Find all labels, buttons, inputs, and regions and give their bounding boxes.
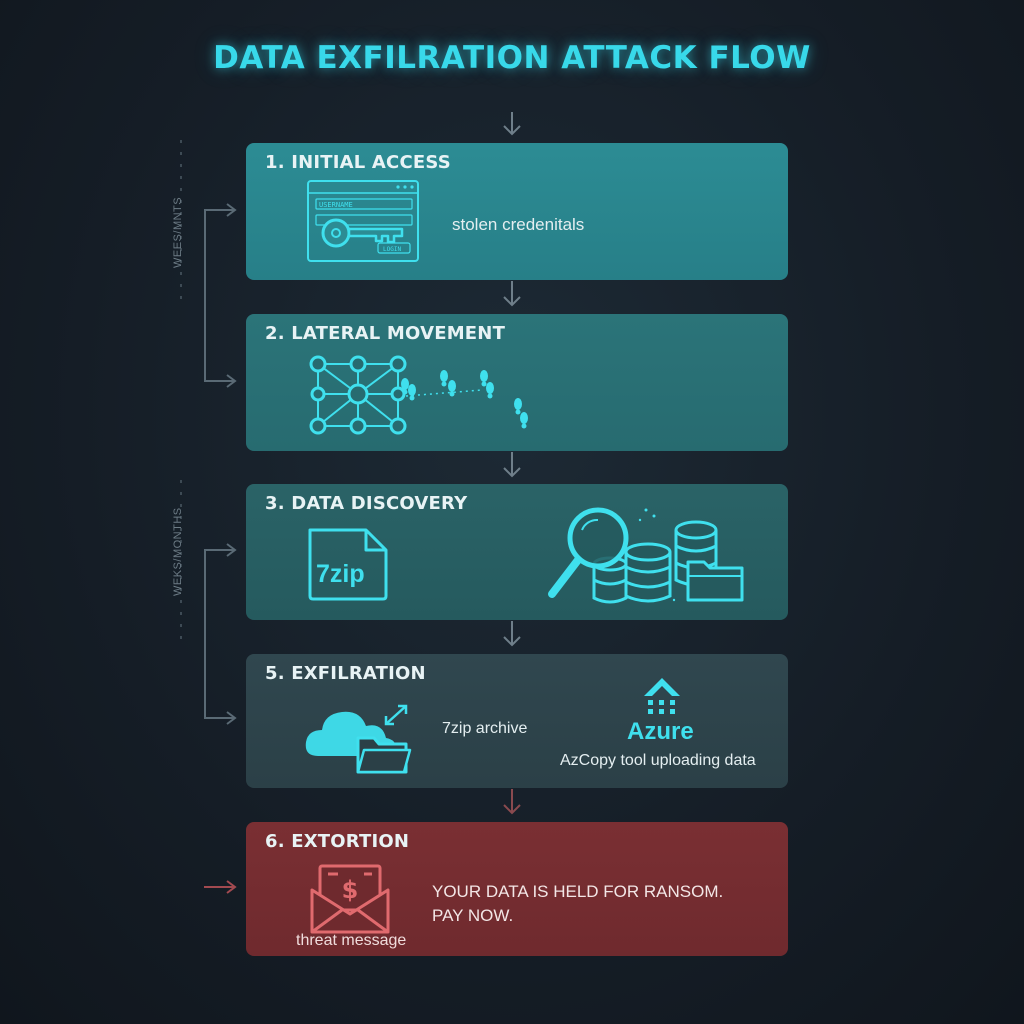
step-title: 1. INITIAL ACCESS [265,152,451,173]
step-initial-access: 1. INITIAL ACCESS USERNAME LOGIN stolen … [246,143,788,280]
diagram-title: DATA EXFILRATION ATTACK FLOW [213,40,811,76]
login-button-label: LOGIN [383,246,401,253]
down-arrow-2-3 [503,452,521,478]
step-extortion: 6. EXTORTION $ threat message YOUR DATA … [246,822,788,956]
cloud-upload-icon [305,704,412,774]
down-arrow-3-5 [503,621,521,647]
step-lateral-movement: 2. LATERAL MOVEMENT [246,314,788,451]
azcopy-caption: AzCopy tool uploading data [560,752,756,769]
svg-text:$: $ [342,876,359,904]
archive-caption: 7zip archive [442,720,528,737]
step-title: 5. EXFILRATION [265,663,426,684]
ransom-message: YOUR DATA IS HELD FOR RANSOM. PAY NOW. [432,880,772,928]
step-caption: stolen credenitals [452,215,585,234]
step-title: 3. DATA DISCOVERY [265,493,468,514]
zip-file-icon [308,528,388,601]
extortion-entry-arrow [204,880,237,894]
timeline-bracket-upper [204,203,237,388]
azure-brand: Azure [627,718,694,745]
step-exfiltration: 5. EXFILRATION 7zip archive Azure AzCopy… [246,654,788,788]
footsteps [401,370,528,429]
step-title: 6. EXTORTION [265,831,410,852]
step-title: 2. LATERAL MOVEMENT [265,323,506,344]
azure-building-icon [644,678,680,714]
timeline-label-lower: WEKS/MONTHS [172,507,184,596]
threat-caption: threat message [296,932,407,949]
username-field-label: USERNAME [319,201,353,209]
timeline-bracket-lower [204,543,237,725]
ransom-line-1: YOUR DATA IS HELD FOR RANSOM. [432,882,724,901]
down-arrow-top [503,112,521,136]
zip-badge: 7zip [316,560,365,588]
network-footsteps-icon [309,355,528,435]
down-arrow-1-2 [503,281,521,307]
ransom-line-2: PAY NOW. [432,906,514,925]
timeline-label-upper: WEES/MNTS [172,196,184,268]
magnifier-database-icon [548,507,744,604]
step-data-discovery: 3. DATA DISCOVERY 7zip [246,484,788,620]
down-arrow-5-6 [503,789,521,815]
ransom-envelope-icon: $ [310,864,390,934]
login-key-icon: USERNAME LOGIN [307,180,419,262]
